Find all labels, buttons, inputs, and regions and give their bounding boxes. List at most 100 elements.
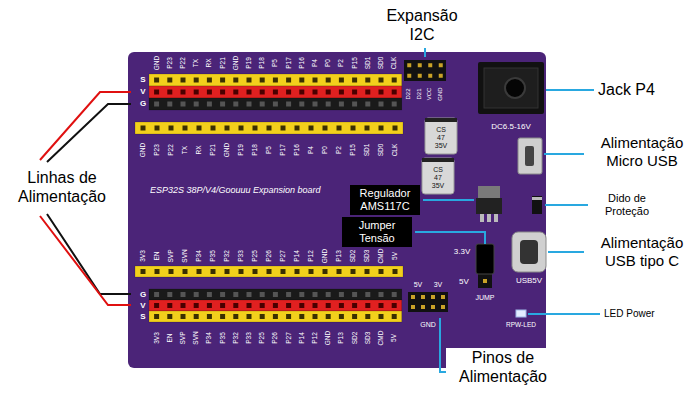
header-hole — [379, 126, 384, 131]
header-hole — [267, 269, 272, 274]
pin-label: SD3 — [363, 250, 371, 263]
pin — [428, 63, 432, 67]
pin-label: GND — [232, 56, 240, 70]
pin — [431, 295, 435, 299]
pin-label: CLK — [391, 144, 399, 157]
header-hole — [155, 126, 160, 131]
header-hole — [313, 303, 318, 308]
header-hole — [352, 90, 357, 95]
pin-label: CLK — [390, 57, 398, 70]
pin-label: D22 — [406, 88, 413, 99]
header-hole — [313, 102, 318, 107]
silkscreen-label: 5V — [459, 277, 469, 287]
power-wire — [47, 214, 131, 294]
pin-label: P33 — [245, 332, 253, 344]
micro-usb-slot — [525, 146, 534, 166]
header-body — [149, 74, 402, 86]
header-hole — [393, 269, 398, 274]
pin-label: CMD — [377, 331, 385, 346]
header-hole — [233, 90, 238, 95]
header-hole — [260, 303, 265, 308]
header-hole — [351, 269, 356, 274]
pin-label: P5 — [271, 59, 279, 67]
header-hole — [207, 78, 212, 83]
leader-line — [546, 89, 594, 91]
pin-label: 3V3 — [153, 332, 161, 344]
header-hole — [194, 303, 199, 308]
pin-label: EN — [166, 333, 174, 342]
header-hole — [207, 90, 212, 95]
leader-line — [528, 313, 600, 315]
pin-label: P12 — [311, 332, 319, 344]
header-row — [135, 122, 403, 134]
header-hole — [220, 292, 225, 297]
header-hole — [379, 292, 384, 297]
pin-label: P22 — [167, 144, 175, 156]
row-marker: V — [140, 87, 145, 97]
pin-label: GND — [223, 143, 231, 157]
pin — [483, 279, 487, 283]
header-hole — [194, 102, 199, 107]
silkscreen-label: JUMP — [475, 294, 494, 302]
header-hole — [247, 292, 252, 297]
header-hole — [154, 78, 159, 83]
pin-label: SD0 — [377, 57, 385, 70]
header-hole — [286, 90, 291, 95]
callout-label: Alimentação USB tipo C — [588, 234, 696, 270]
callout-box: Regulador AMS117C — [350, 185, 420, 215]
header-hole — [326, 102, 331, 107]
regulator-tab — [478, 186, 500, 199]
header-row — [135, 266, 403, 277]
pin-label: P0 — [324, 59, 332, 67]
pin-label: P2 — [335, 146, 343, 154]
header-hole — [154, 292, 159, 297]
header-hole — [295, 269, 300, 274]
row-marker: S — [140, 75, 145, 85]
pin-label: P32 — [223, 250, 231, 262]
header-hole — [247, 102, 252, 107]
pin-label: P16 — [298, 57, 306, 69]
silkscreen-label: RPW-LED — [506, 321, 536, 329]
header-hole — [167, 78, 172, 83]
pcb-board — [128, 52, 546, 368]
header-hole — [313, 314, 318, 319]
header-hole — [299, 102, 304, 107]
pin-label: P18 — [258, 57, 266, 69]
header-row — [149, 311, 402, 322]
pin-label: P21 — [219, 57, 227, 69]
header-hole — [379, 269, 384, 274]
pin-label: 5V — [391, 252, 399, 260]
header-hole — [365, 292, 370, 297]
pin-label: P25 — [251, 250, 259, 262]
pin-label: RX — [195, 145, 203, 154]
power-wire — [40, 216, 131, 305]
callout-label: Expansão I2C — [372, 6, 472, 44]
pin-label: 3V3 — [139, 250, 147, 262]
header-hole — [273, 303, 278, 308]
header-hole — [299, 314, 304, 319]
leader-lines — [415, 48, 600, 372]
header-hole — [267, 126, 272, 131]
pin-label: SVP — [167, 249, 175, 262]
pin — [439, 74, 443, 78]
pin-label: GND — [321, 249, 329, 263]
header-hole — [379, 314, 384, 319]
header-hole — [197, 126, 202, 131]
regulator-leg — [480, 214, 484, 222]
pin-label: P18 — [251, 144, 259, 156]
pin-label: SD0 — [377, 144, 385, 157]
leader-line — [424, 48, 426, 57]
header-hole — [207, 292, 212, 297]
header-hole — [299, 292, 304, 297]
header-hole — [295, 126, 300, 131]
pin — [407, 74, 411, 78]
row-marker: G — [140, 99, 146, 109]
header-hole — [211, 269, 216, 274]
header-hole — [211, 126, 216, 131]
header-hole — [194, 78, 199, 83]
header-hole — [286, 78, 291, 83]
header-hole — [326, 90, 331, 95]
header-hole — [181, 303, 186, 308]
header-hole — [352, 292, 357, 297]
